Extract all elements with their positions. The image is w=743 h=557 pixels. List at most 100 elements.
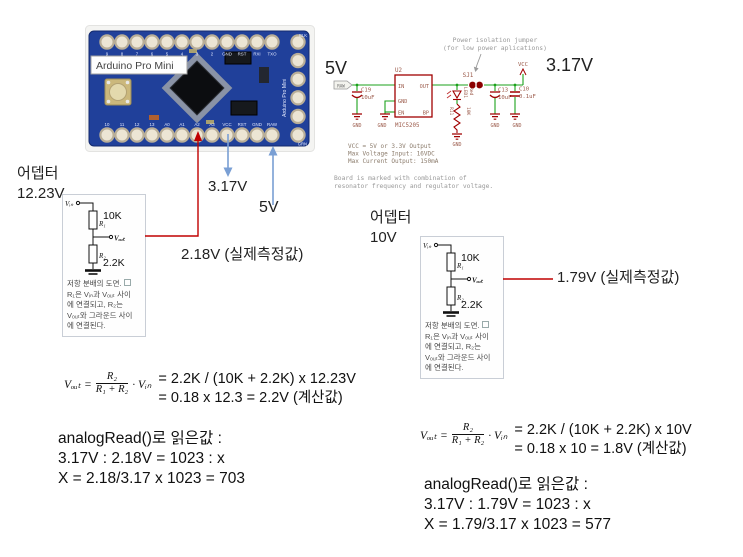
reset-button [104,78,132,106]
regulator-schematic: Power isolation jumper (for low power ap… [332,28,617,200]
voltage-formula-right: Vₒᵤₜ = R₂ R₁ + R₂ · Vᵢₙ = 2.2K / (10K + … [420,421,692,459]
right-adapter-line2: 10V [370,229,397,246]
c13-ref: C13 [498,88,508,94]
formula-multiplier: · Vᵢₙ [132,378,152,391]
blue-arrow-raw-up [268,146,278,205]
cap-c10: C10 0.1uF GND [509,87,536,129]
analog-read-ratio: 3.17V : 2.18V = 1023 : x [58,450,225,467]
vin-label: Vᵢₙ [65,200,73,208]
caption-line: R₁은 Vᵢₙ과 Vₒᵤₜ 사이 [67,289,131,299]
vin-label: Vᵢₙ [423,242,431,250]
fraction-denominator: R₁ + R₂ [95,384,129,396]
schematic-input-voltage: 5V [325,58,348,78]
pin-label: 5 [166,52,169,57]
raw-voltage-callout: 5V [259,199,279,216]
gnd-label: GND [377,123,386,129]
jumper-note-line1: Power isolation jumper [453,36,538,44]
board-note: Board is marked with combination of reso… [334,175,493,190]
divider-circuit: Vᵢₙ R₁ 10K Vₒᵤₜ R₂ 2.2K [65,200,126,275]
right-pin-column [290,34,306,143]
r1-value: 10K [103,210,122,222]
caption-line: Vₒᵤₜ와 그라운드 사이 [425,352,491,362]
caption-line: 에 연결되고, R₂는 [67,300,123,309]
gnd-label: GND [452,142,461,148]
right-measured-value: 1.79V (실제측정값) [557,269,680,286]
raw-tag-text: RAW [337,83,345,88]
schematic-output-voltage: 3.17V [546,55,594,75]
spec-notes: VCC = 5V or 3.3V Output Max Voltage Inpu… [348,143,439,165]
external-link-icon [123,279,131,286]
board-tooltip-text: Arduino Pro Mini [96,60,174,72]
led-color: Red [468,87,474,96]
pin-label: 10 [105,122,110,127]
formula-fraction: R₂ R₁ + R₂ [451,422,485,447]
formula-lhs: Vₒᵤₜ = [420,429,448,442]
wire-color-label-blk: BLK [299,33,307,38]
voltage-divider-figure-left: Vᵢₙ R₁ 10K Vₒᵤₜ R₂ 2.2K 저항 분배의 도면. R₁은 V… [62,194,146,337]
left-adapter-line2: 12.23V [17,185,65,202]
pin-label: 7 [136,52,139,57]
pin-label: RXI [253,52,260,57]
bottom-pin-row [99,127,280,143]
pin-label: GND [222,52,232,57]
analog-read-result: X = 2.18/3.17 x 1023 = 703 [58,470,246,487]
board-silk-text: Arduino Pro Mini [282,79,288,117]
pin-label: VCC [222,122,231,127]
vout-label: Vₒᵤₜ [472,277,484,285]
analog-read-block-left: analogRead()로 읽은값 : 3.17V : 2.18V = 1023… [58,429,245,489]
c13-value: 10uF [498,95,512,101]
formula-math: Vₒᵤₜ = R₂ R₁ + R₂ · Vᵢₙ [420,422,507,447]
spec-line: VCC = 5V or 3.3V Output [348,143,431,150]
pin-label: RAW [267,122,278,127]
analog-read-result: X = 1.79/3.17 x 1023 = 577 [424,516,612,533]
formula-math: Vₒᵤₜ = R₂ R₁ + R₂ · Vᵢₙ [64,371,151,396]
divider-circuit: Vᵢₙ R₁ 10K Vₒᵤₜ R₂ 2.2K [423,242,484,317]
calc-line1: = 2.2K / (10K + 2.2K) x 12.23V [158,371,356,387]
cap-c19: C19 10uF GND [351,88,375,129]
pin-label: 13 [150,122,155,127]
c10-ref: C10 [519,87,529,93]
pin-label: 12 [135,122,140,127]
top-pin-row [99,34,280,50]
caption-line: 에 연결되고, R₂는 [425,342,481,351]
board-tooltip: Arduino Pro Mini [90,55,188,75]
caption-line: 에 연결된다. [425,363,464,372]
pin-label: 11 [120,122,125,127]
sj1-label: SJ1 [463,72,474,79]
formula-fraction: R₂ R₁ + R₂ [95,371,129,396]
pin-label: 8 [121,52,124,57]
pin-label: GND [252,122,262,127]
c10-value: 0.1uF [519,94,536,100]
fraction-denominator: R₁ + R₂ [451,435,485,447]
r1-value: 10K [461,252,480,264]
r2-value: 2.2K [461,299,483,311]
pin-label: A0 [164,122,170,127]
cap-c13: C13 10uF GND [489,88,512,129]
jumper-note-line2: (for low power aplications) [443,44,547,52]
gnd-label: GND [512,123,521,129]
jumper-note-arrow [473,53,482,72]
arduino-board-photo: 9 8 7 6 5 4 3 2 GND RST RXI TXO 1 [85,25,315,152]
formula-lhs: Vₒᵤₜ = [64,378,92,391]
vcc-label: VCC [518,62,528,68]
pin-label: RST [238,122,247,127]
caption-line: 저항 분배의 도면. [67,279,122,288]
divider-caption: 저항 분배의 도면. R₁은 Vᵢₙ과 Vₒᵤₜ 사이 에 연결되고, R₂는 … [421,319,503,378]
pin-gnd: GND [398,99,407,105]
junction-dots [355,83,517,87]
wires [352,74,524,114]
fraction-numerator: R₂ [95,371,129,385]
bottom-pin-labels: 10 11 12 13 A0 A1 A2 A3 VCC RST GND RAW [105,122,278,127]
led-branch: LED1 Red R11 10K GND [446,87,474,148]
r2-value: 2.2K [103,257,125,269]
regulator-u2: U2 IN OUT GND EN BP MIC5205 GND [377,68,433,129]
caption-line: 에 연결된다. [67,321,106,330]
pin-in: IN [398,84,404,90]
formula-multiplier: · Vᵢₙ [488,429,508,442]
left-measured-value: 2.18V (실제측정값) [181,246,304,263]
smd-components [143,49,269,124]
calc-line1: = 2.2K / (10K + 2.2K) x 10V [514,422,692,438]
board-note-line1: Board is marked with combination of [334,175,467,182]
formula-calc: = 2.2K / (10K + 2.2K) x 10V = 0.18 x 10 … [514,421,691,459]
